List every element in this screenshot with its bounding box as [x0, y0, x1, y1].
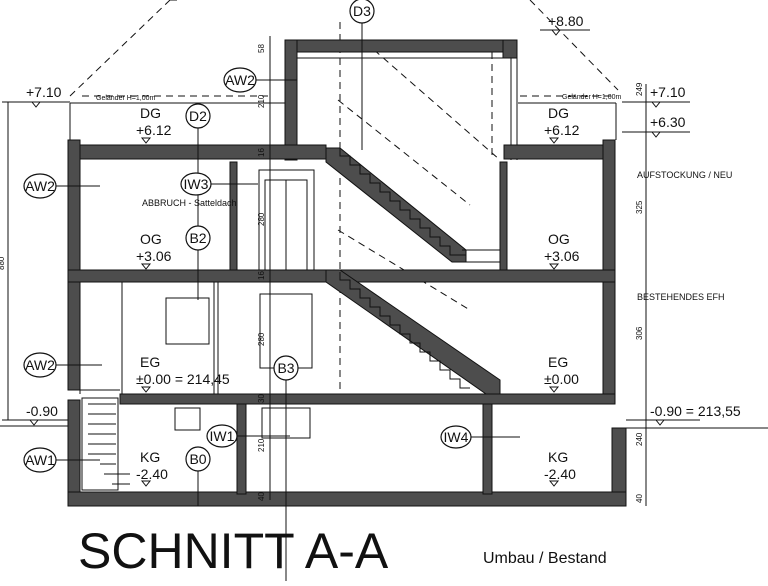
dim-325: 325: [635, 200, 644, 214]
outer-walls: [67, 139, 616, 399]
og-right-name: OG: [548, 231, 570, 247]
svg-text:IW3: IW3: [184, 176, 209, 192]
level-triangles: [28, 29, 666, 487]
dim-40-kg: 40: [257, 492, 266, 501]
drawing-subtitle: Umbau / Bestand: [483, 550, 607, 567]
wall-tag-aw1: AW1: [23, 447, 100, 473]
svg-text:B3: B3: [277, 360, 294, 376]
basement: [67, 399, 627, 507]
grid-marker-d2: D2: [185, 103, 211, 129]
wall-tag-iw1: IW1: [206, 424, 290, 448]
svg-text:IW1: IW1: [210, 428, 235, 444]
og-left-level: +3.06: [136, 248, 172, 264]
svg-text:B2: B2: [189, 230, 206, 246]
dim-210-top: 210: [257, 94, 266, 108]
og-left-name: OG: [140, 231, 162, 247]
kg-right-level: -2.40: [544, 466, 576, 482]
svg-text:AW2: AW2: [25, 178, 55, 194]
level-left-710: +7.10: [26, 84, 62, 100]
dim-280-eg: 280: [257, 332, 266, 346]
stair-upper: [325, 147, 500, 263]
dim-249: 249: [635, 82, 644, 96]
dg-left-name: DG: [140, 105, 161, 121]
level-top-880: +8.80: [548, 13, 584, 29]
dim-16-mid: 16: [257, 271, 266, 280]
svg-text:AW2: AW2: [25, 357, 55, 373]
wall-tag-iw3: IW3: [180, 172, 258, 196]
dim-280-og: 280: [257, 212, 266, 226]
wall-tag-aw2-top: AW2: [223, 67, 297, 93]
eg-left-name: EG: [140, 354, 160, 370]
wall-tag-aw2-eg: AW2: [23, 352, 102, 378]
center-dimensions: 58 210 16 280 16 280 30 210 40: [257, 36, 271, 501]
svg-text:D3: D3: [353, 3, 371, 19]
eg-right-level: ±0.00: [544, 371, 579, 387]
grid-marker-b3: B3: [273, 355, 299, 381]
penthouse: [284, 39, 518, 161]
dg-right-level: +6.12: [544, 122, 580, 138]
dim-306: 306: [635, 326, 644, 340]
dim-240: 240: [635, 432, 644, 446]
demolition-note: ABBRUCH - Satteldach: [142, 198, 237, 208]
ground-lines: [0, 425, 768, 429]
grid-marker-d3: D3: [349, 0, 375, 24]
dim-40-right: 40: [635, 494, 644, 503]
level-right-630: +6.30: [650, 114, 686, 130]
eg-slab: [119, 393, 616, 405]
ext-left-level: -0.90: [26, 403, 58, 419]
stair-basement: [81, 397, 130, 491]
eg-left-level: ±0.00 = 214,45: [136, 371, 230, 387]
grid-axes: [197, 22, 363, 581]
svg-text:B0: B0: [189, 451, 206, 467]
drawing-title: SCHNITT A-A: [78, 523, 389, 579]
kg-left-name: KG: [140, 449, 160, 465]
grid-marker-b0: B0: [185, 446, 211, 472]
dg-right-name: DG: [548, 105, 569, 121]
grid-marker-b2: B2: [185, 225, 211, 251]
dim-58: 58: [257, 44, 266, 53]
wall-tag-iw4: IW4: [440, 425, 520, 449]
svg-text:IW4: IW4: [444, 429, 469, 445]
eg-right-name: EG: [548, 354, 568, 370]
svg-text:AW2: AW2: [225, 72, 255, 88]
railing-note-left: Geländer H=1,00m: [96, 95, 156, 102]
dim-210-kg: 210: [257, 438, 266, 452]
railing-note-right: Geländer H=1,00m: [562, 94, 622, 101]
dim-16-top: 16: [257, 148, 266, 157]
side-note-lower: BESTEHENDES EFH: [637, 292, 725, 302]
stair-lower: [325, 269, 501, 395]
kg-left-level: -2.40: [136, 466, 168, 482]
railings: [69, 102, 617, 140]
wall-tag-aw2-dg: AW2: [23, 173, 100, 199]
level-right-710: +7.10: [650, 84, 686, 100]
dg-left-level: +6.12: [136, 122, 172, 138]
kg-right-name: KG: [548, 449, 568, 465]
dim-30: 30: [257, 394, 266, 403]
svg-text:AW1: AW1: [25, 452, 55, 468]
dim-left: 880: [0, 256, 6, 270]
right-dimensions: 249 325 306 240 40: [635, 82, 647, 506]
og-right-level: +3.06: [544, 248, 580, 264]
ext-right-level: -0.90 = 213,55: [650, 403, 741, 419]
interior-lines: [79, 169, 315, 439]
svg-text:D2: D2: [189, 108, 207, 124]
side-note-upper: AUFSTOCKUNG / NEU: [637, 170, 732, 180]
